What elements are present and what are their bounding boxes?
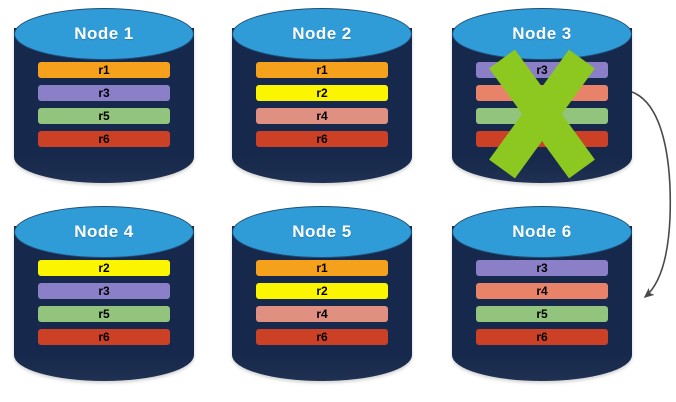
- replica-row[interactable]: r2: [256, 85, 388, 101]
- replica-row[interactable]: r1: [38, 62, 170, 78]
- node-title-number: 5: [341, 222, 352, 241]
- replica-row-label: r4: [316, 307, 328, 321]
- replica-row-list: r1 r2 r4 r6: [256, 62, 388, 147]
- replica-row[interactable]: r1: [256, 260, 388, 276]
- replica-row[interactable]: r6: [256, 329, 388, 345]
- replica-row-label: r2: [316, 284, 328, 298]
- node-title-number: 3: [561, 24, 572, 43]
- replica-row[interactable]: r4: [476, 85, 608, 101]
- replica-row[interactable]: r3: [38, 85, 170, 101]
- replica-row[interactable]: r6: [38, 131, 170, 147]
- replica-row-list: r3 r4 r5 r6: [476, 260, 608, 345]
- replica-row-label: r5: [98, 109, 110, 123]
- node-title-word: Node: [292, 24, 337, 43]
- replica-row-label: r6: [316, 330, 328, 344]
- node-title-word: Node: [512, 222, 557, 241]
- replica-row-label: r2: [316, 86, 328, 100]
- node-title-number: 6: [561, 222, 572, 241]
- replica-row-label: r3: [98, 284, 110, 298]
- replica-row[interactable]: r3: [476, 260, 608, 276]
- node-title-word: Node: [512, 24, 557, 43]
- replica-row-label: r3: [536, 261, 548, 275]
- replica-row[interactable]: r3: [38, 283, 170, 299]
- replica-row-label: r6: [98, 330, 110, 344]
- replica-row-label: r4: [536, 86, 548, 100]
- replica-row-list: r1 r3 r5 r6: [38, 62, 170, 147]
- replica-row[interactable]: r4: [256, 306, 388, 322]
- replica-row-label: r6: [316, 132, 328, 146]
- replica-row[interactable]: r5: [38, 108, 170, 124]
- node-title-word: Node: [74, 222, 119, 241]
- replica-row-label: r1: [316, 261, 328, 275]
- replica-row[interactable]: r4: [256, 108, 388, 124]
- failover-arrow-path: [631, 91, 672, 299]
- replica-row-label: r3: [536, 63, 548, 77]
- node-title-word: Node: [74, 24, 119, 43]
- node-title-number: 1: [123, 24, 134, 43]
- replica-row-label: r1: [316, 63, 328, 77]
- replica-row-label: r4: [316, 109, 328, 123]
- replica-row[interactable]: r3: [476, 62, 608, 78]
- replica-row[interactable]: r4: [476, 283, 608, 299]
- replica-row[interactable]: r6: [38, 329, 170, 345]
- node-title-number: 4: [123, 222, 134, 241]
- replica-row[interactable]: r5: [476, 108, 608, 124]
- replica-row-label: r1: [98, 63, 110, 77]
- replica-row-list: r2 r3 r5 r6: [38, 260, 170, 345]
- replica-row[interactable]: r6: [476, 131, 608, 147]
- replica-row[interactable]: r6: [476, 329, 608, 345]
- replica-row[interactable]: r5: [476, 306, 608, 322]
- replica-row-list: r3 r4 r5 r6: [476, 62, 608, 147]
- replica-row[interactable]: r5: [38, 306, 170, 322]
- replica-row-label: r3: [98, 86, 110, 100]
- replica-row[interactable]: r2: [256, 283, 388, 299]
- replica-row-label: r5: [536, 307, 548, 321]
- node-title-number: 2: [341, 24, 352, 43]
- replica-row-label: r6: [98, 132, 110, 146]
- replica-row-label: r6: [536, 330, 548, 344]
- replica-row[interactable]: r1: [256, 62, 388, 78]
- replica-row-list: r1 r2 r4 r6: [256, 260, 388, 345]
- replica-row-label: r4: [536, 284, 548, 298]
- node-title-word: Node: [292, 222, 337, 241]
- replica-row[interactable]: r6: [256, 131, 388, 147]
- replica-row-label: r6: [536, 132, 548, 146]
- replica-row-label: r5: [536, 109, 548, 123]
- replica-row-label: r5: [98, 307, 110, 321]
- replica-row-label: r2: [98, 261, 110, 275]
- replica-row[interactable]: r2: [38, 260, 170, 276]
